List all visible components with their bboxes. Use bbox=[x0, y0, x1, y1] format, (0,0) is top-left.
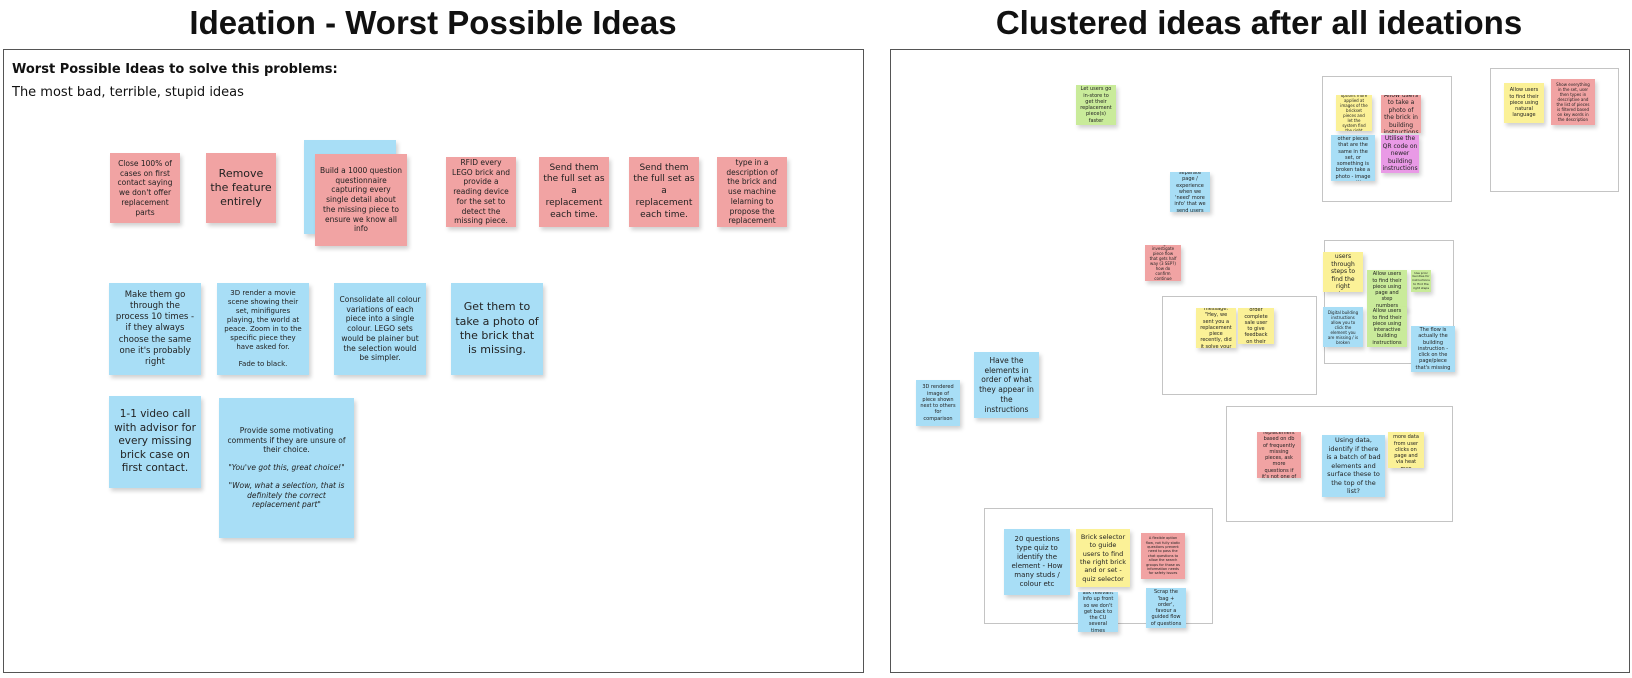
sticky-note[interactable]: Lead the users through steps to find the… bbox=[1323, 252, 1363, 292]
sticky-note[interactable]: Text message: "Hey, we sent you a replac… bbox=[1196, 308, 1236, 348]
sticky-note[interactable]: 20 questions type quiz to identify the e… bbox=[1004, 529, 1070, 595]
sticky-note[interactable]: Let users go in-store to get their repla… bbox=[1076, 85, 1116, 125]
sticky-note[interactable]: 1-1 video call with advisor for every mi… bbox=[109, 396, 201, 488]
sticky-note[interactable]: 3D rendered image of piece shown next to… bbox=[916, 380, 960, 426]
sticky-note[interactable]: Build a separate page / experience when … bbox=[1170, 172, 1210, 212]
sticky-note[interactable]: Open a order complete sale user to give … bbox=[1238, 308, 1274, 344]
sticky-note[interactable]: ask relevant info up front so we don't g… bbox=[1078, 592, 1118, 632]
sticky-note[interactable]: RFID every LEGO brick and provide a read… bbox=[446, 157, 516, 227]
sticky-note[interactable]: Close 100% of cases on first contact say… bbox=[110, 153, 180, 223]
sticky-note[interactable]: Build a 1000 question questionnaire capt… bbox=[315, 154, 407, 246]
sticky-note[interactable]: The flow is actually the building instru… bbox=[1411, 326, 1455, 372]
sticky-note[interactable]: Send them the full set as a replacement … bbox=[629, 157, 699, 227]
sticky-note[interactable]: Flagged to care going through to investi… bbox=[1145, 245, 1181, 281]
board-subheading: The most bad, terrible, stupid ideas bbox=[12, 85, 244, 100]
right-board-title: Clustered ideas after all ideations bbox=[995, 4, 1523, 41]
sticky-note[interactable]: Allow users to find their piece using pa… bbox=[1367, 270, 1407, 310]
sticky-note[interactable]: Digital building instructions allow you … bbox=[1323, 307, 1363, 347]
sticky-note[interactable]: Propose replacement based on db of frequ… bbox=[1257, 432, 1301, 478]
left-board-title: Ideation - Worst Possible Ideas bbox=[189, 4, 677, 41]
sticky-note[interactable]: Scrap the 'bag + order', favour a guided… bbox=[1146, 588, 1186, 628]
sticky-note[interactable]: Make them go through the process 10 time… bbox=[109, 283, 201, 375]
sticky-note[interactable]: Provide some motivating comments if they… bbox=[219, 398, 354, 538]
sticky-note[interactable]: Let the options more applied at images o… bbox=[1336, 95, 1372, 131]
sticky-note[interactable]: Brick selector to guide users to find th… bbox=[1076, 529, 1130, 587]
sticky-note[interactable]: Get them to take a photo of the brick th… bbox=[451, 283, 543, 375]
sticky-note[interactable]: Retrieve more data from user clicks on p… bbox=[1388, 432, 1424, 468]
sticky-note[interactable]: Consolidate all colour variations of eac… bbox=[334, 283, 426, 375]
cluster-natural-language[interactable] bbox=[1490, 68, 1619, 192]
sticky-note[interactable]: Remove the feature entirely bbox=[206, 153, 276, 223]
cluster-photo-recognition[interactable] bbox=[1322, 76, 1452, 202]
sticky-note[interactable]: Utilise the QR code on newer building in… bbox=[1381, 135, 1419, 173]
sticky-note[interactable]: Show everything in the set, user then ty… bbox=[1551, 79, 1595, 125]
clustered-ideas-board[interactable]: Let users go in-store to get their repla… bbox=[890, 49, 1630, 673]
sticky-note[interactable]: Allow users to find their piece using in… bbox=[1367, 307, 1407, 347]
sticky-note[interactable]: Get them to type in a description of the… bbox=[717, 157, 787, 227]
sticky-note[interactable]: Use prior bundles for instructions to fi… bbox=[1411, 270, 1431, 292]
sticky-note[interactable]: If there are other pieces that are the s… bbox=[1331, 135, 1375, 181]
cluster-building-instructions[interactable] bbox=[1324, 240, 1454, 364]
sticky-note[interactable]: 3D render a movie scene showing their se… bbox=[217, 283, 309, 375]
cluster-feedback[interactable] bbox=[1162, 296, 1317, 395]
cluster-data[interactable] bbox=[1226, 406, 1453, 522]
sticky-note[interactable]: A flexible option flow, not fully static… bbox=[1141, 533, 1185, 579]
sticky-note[interactable]: Have the elements in order of what they … bbox=[974, 352, 1039, 418]
sticky-note[interactable]: Allow users to find their piece using na… bbox=[1504, 83, 1544, 123]
sticky-note[interactable]: Send them the full set as a replacement … bbox=[539, 157, 609, 227]
sticky-note[interactable]: Allow users to take a photo of the brick… bbox=[1381, 95, 1421, 133]
board-heading: Worst Possible Ideas to solve this probl… bbox=[12, 62, 338, 77]
sticky-note[interactable]: Using data, identify if there is a batch… bbox=[1322, 435, 1385, 497]
worst-ideas-board[interactable]: Worst Possible Ideas to solve this probl… bbox=[3, 49, 864, 673]
